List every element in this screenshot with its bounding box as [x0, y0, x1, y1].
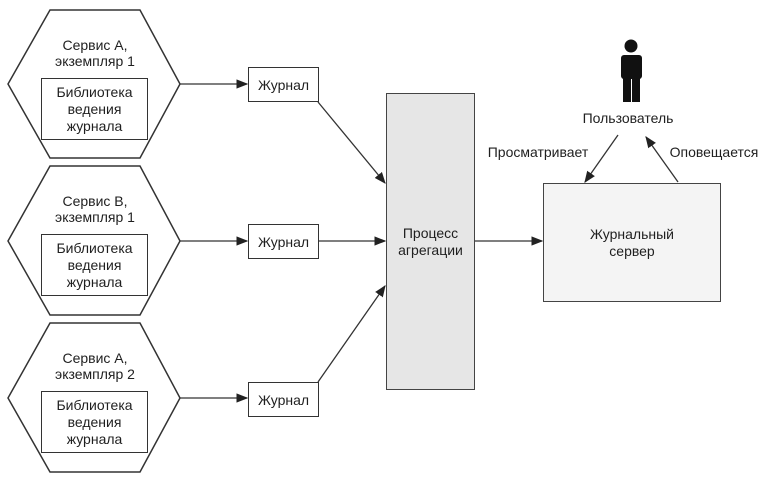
service-title-2: Сервис B, экземпляр 1 — [55, 193, 135, 225]
logging-library-box-3: Библиотека ведения журнала — [41, 391, 148, 453]
user-label: Пользователь — [582, 110, 674, 126]
edge-label-views: Просматривает — [487, 144, 589, 160]
person-icon — [621, 39, 642, 102]
service-title-1: Сервис A, экземпляр 1 — [55, 37, 135, 69]
logging-library-box-2: Библиотека ведения журнала — [41, 234, 148, 296]
journal-box-2: Журнал — [248, 224, 319, 259]
arrow-journal1-to-aggregation — [317, 101, 386, 184]
arrow-journal3-to-aggregation — [317, 285, 386, 383]
aggregation-process-box: Процесс агрегации — [386, 93, 475, 390]
logging-library-box-1: Библиотека ведения журнала — [41, 78, 148, 140]
edge-label-notified: Оповещается — [669, 144, 759, 160]
log-server-box: Журнальный сервер — [543, 183, 721, 302]
arrow-server-notifies-user — [645, 136, 679, 183]
journal-box-3: Журнал — [248, 382, 319, 417]
journal-box-1: Журнал — [248, 67, 319, 102]
arrow-user-views-server — [584, 134, 619, 183]
service-title-3: Сервис A, экземпляр 2 — [55, 350, 135, 382]
